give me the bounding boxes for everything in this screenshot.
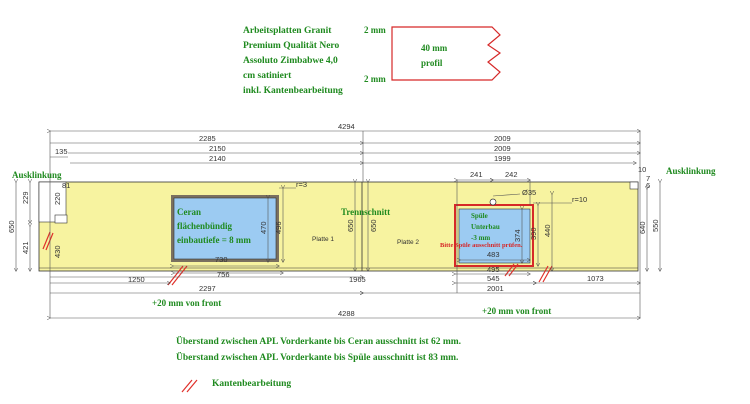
dim-total-top: 4294 [338, 122, 355, 131]
profile-bottom-label: 2 mm [364, 74, 386, 84]
spuele-note: Bitte Spüle ausschnitt prüfen. [440, 242, 523, 249]
dim-right-1999: 1999 [494, 154, 511, 163]
note-sink-overhang: Überstand zwischen APL Vorderkante bis S… [176, 353, 459, 363]
dim-radius-ceran: r=3 [296, 180, 307, 189]
material-info: Arbeitsplatten Granit Premium Qualität N… [243, 24, 343, 99]
dim-sink-390: 390 [529, 227, 538, 240]
dim-sink-1073: 1073 [587, 274, 604, 283]
ceran-label-2: flächenbündig [177, 221, 233, 231]
dim-tap-hole: Ø35 [522, 188, 536, 197]
dim-right-2009a: 2009 [494, 134, 511, 143]
dim-right-10: 10 [638, 165, 646, 174]
dim-notch-229: 229 [21, 191, 30, 204]
dim-sink-2001: 2001 [487, 284, 504, 293]
label-platte2: Platte 2 [397, 239, 419, 246]
dim-notch-421: 421 [21, 241, 30, 254]
left-notch-cut [54, 214, 68, 224]
dim-depth-650-left: 650 [7, 220, 16, 233]
spuele-label-2: Unterbau [471, 223, 500, 231]
dim-sink-495: 495 [487, 265, 500, 274]
dim-left-135: 135 [55, 147, 68, 156]
profile-outline [391, 26, 502, 81]
dim-right-2009b: 2009 [494, 144, 511, 153]
dim-split-1965: 1965 [349, 275, 366, 284]
ceran-label-3: einbautiefe = 8 mm [177, 235, 251, 245]
label-trennschnitt: Trennschnitt [341, 207, 390, 217]
material-line-2: Premium Qualität Nero [243, 41, 340, 51]
dimension-lines [16, 131, 660, 318]
label-ausklinkung-left: Ausklinkung [12, 170, 62, 180]
dim-ceran-496: 496 [274, 221, 283, 234]
dim-sink-374: 374 [513, 229, 522, 242]
dim-right-6: 6 [646, 181, 650, 190]
material-line-1: Arbeitsplatten Granit [243, 26, 332, 36]
dim-ceran-730: 730 [215, 255, 228, 264]
dim-left-81: 81 [62, 181, 70, 190]
note-ceran-overhang: Überstand zwischen APL Vorderkante bis C… [176, 337, 462, 347]
legend-kantenbearbeitung: Kantenbearbeitung [212, 379, 292, 389]
dim-sink-440: 440 [543, 224, 552, 237]
profile-thickness: 40 mm [421, 43, 448, 53]
spuele-label-1: Spüle [471, 212, 488, 220]
dim-sink-483: 483 [487, 250, 500, 259]
dim-ceran-756: 756 [217, 270, 230, 279]
dim-notch-430: 430 [53, 245, 62, 258]
material-line-5: inkl. Kantenbearbeitung [243, 86, 343, 96]
dim-notch-220: 220 [53, 192, 62, 205]
tap-hole [489, 198, 497, 206]
dim-ceran-2297: 2297 [199, 284, 216, 293]
spuele-label-3: -3 mm [471, 234, 490, 242]
dim-depth-640: 640 [638, 221, 647, 234]
label-platte1: Platte 1 [312, 236, 334, 243]
material-line-4: cm satiniert [243, 71, 292, 81]
dim-left-2285: 2285 [199, 134, 216, 143]
label-ausklinkung-right: Ausklinkung [666, 166, 716, 176]
label-front-left: +20 mm von front [152, 298, 221, 308]
dim-left-2140: 2140 [209, 154, 226, 163]
profile-name: profil [421, 58, 443, 68]
dim-total-bottom: 4288 [338, 309, 355, 318]
label-front-right: +20 mm von front [482, 306, 551, 316]
dim-depth-550: 550 [651, 219, 660, 232]
dim-sink-241: 241 [470, 170, 483, 179]
material-line-3: Assoluto Zimbabwe 4,0 [243, 56, 338, 66]
dim-ceran-470: 470 [259, 221, 268, 234]
dim-sink-242: 242 [505, 170, 518, 179]
dim-radius-sink: r=10 [572, 195, 587, 204]
dim-depth-650-mid-b: 650 [369, 219, 378, 232]
profile-top-label: 2 mm [364, 25, 386, 35]
right-notch [629, 181, 639, 190]
ceran-label-1: Ceran [177, 207, 201, 217]
dim-left-2150: 2150 [209, 144, 226, 153]
dim-sink-545: 545 [487, 274, 500, 283]
dim-ceran-1250: 1250 [128, 275, 145, 284]
dim-depth-650-mid-a: 650 [346, 219, 355, 232]
sink-cutout [458, 208, 531, 264]
dim-right-7: 7 [646, 174, 650, 183]
ceran-cutout [173, 197, 277, 260]
